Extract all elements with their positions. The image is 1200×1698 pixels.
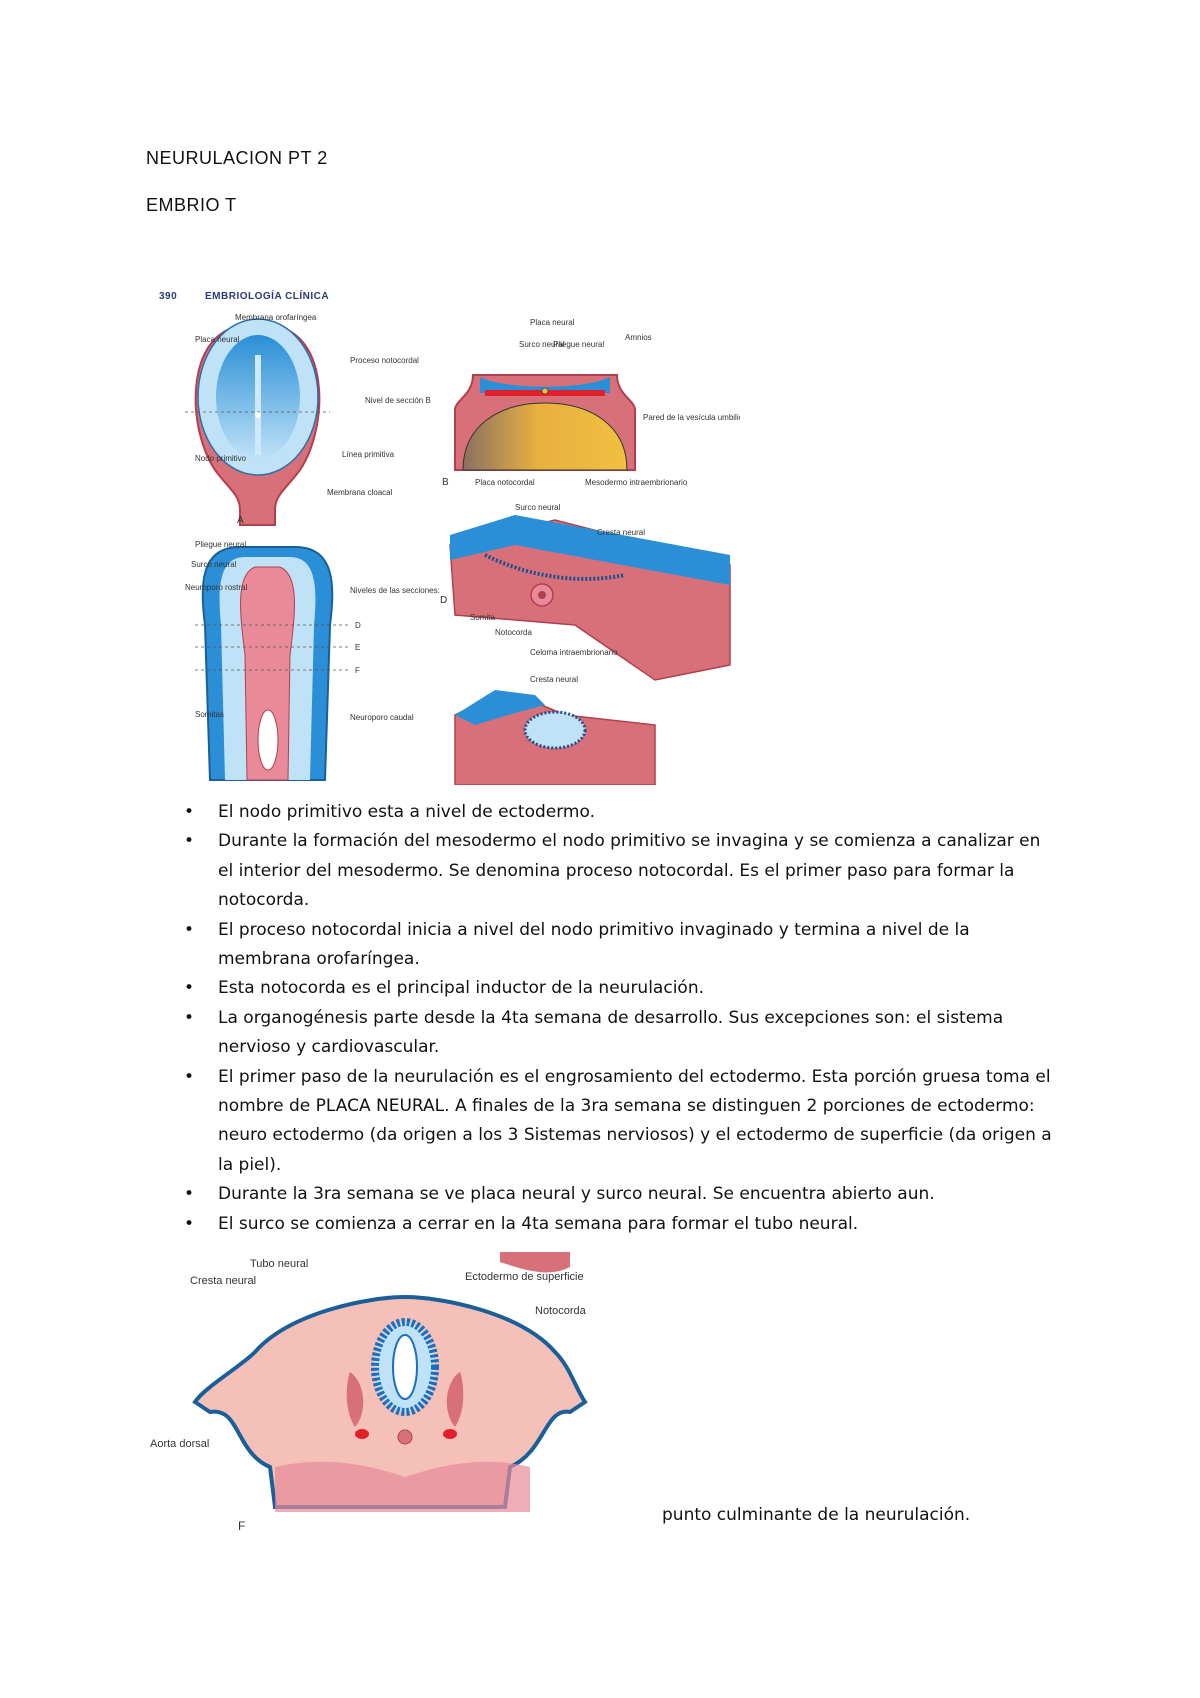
- panel-letter-a: A: [237, 515, 244, 526]
- panel-a-embryo-dorsal-view: [185, 318, 330, 526]
- label-notocorda-d: Notocorda: [495, 628, 532, 637]
- panel-b-cross-section: [454, 374, 636, 471]
- document-title: NEURULACION PT 2: [146, 148, 328, 168]
- label-proceso-notocordal: Proceso notocordal: [350, 356, 419, 365]
- neurulation-figure-bottom: Tubo neural Cresta neural Ectodermo de s…: [150, 1252, 630, 1537]
- panel-c-neural-folds: [195, 546, 350, 781]
- label-neuroporo-caudal: Neuroporo caudal: [350, 713, 414, 722]
- label-nodo-primitivo: Nodo primitivo: [195, 454, 247, 463]
- page-number: 390: [159, 291, 177, 302]
- label-somita: Somita: [470, 613, 495, 622]
- book-title: EMBRIOLOGÍA CLÍNICA: [205, 289, 329, 302]
- label-celoma-intraembrionario: Celoma intraembrionario: [530, 648, 618, 657]
- label-amnios: Amnios: [625, 333, 652, 342]
- neurulation-figure-top: 390 EMBRIOLOGÍA CLÍNICA Membrana orofarí…: [155, 285, 749, 786]
- label-placa-notocordal: Placa notocordal: [475, 478, 535, 487]
- notes-bullet-list: El nodo primitivo esta a nivel de ectode…: [160, 798, 1060, 1240]
- label-level-f: F: [355, 666, 360, 675]
- figure-caption: punto culminante de la neurulación.: [662, 1505, 971, 1525]
- label-ectodermo-superficie: Ectodermo de superficie: [465, 1271, 584, 1283]
- bullet-item: El primer paso de la neurulación es el e…: [160, 1063, 1060, 1181]
- bullet-item: Durante la 3ra semana se ve placa neural…: [160, 1180, 1060, 1210]
- label-nivel-seccion-b: Nivel de sección B: [365, 396, 431, 405]
- label-mesodermo-intraembrionario: Mesodermo intraembrionario: [585, 478, 688, 487]
- panel-e-closing-tube: [454, 690, 656, 786]
- label-aorta-dorsal: Aorta dorsal: [150, 1438, 209, 1450]
- label-pliegue-neural-b: Pliegue neural: [553, 340, 604, 349]
- label-pliegue-neural-c: Pliegue neural: [195, 540, 246, 549]
- label-somitas: Somitas: [195, 710, 224, 719]
- label-membrana-orofaringea: Membrana orofaríngea: [235, 313, 317, 322]
- document-subtitle: EMBRIO T: [146, 195, 237, 215]
- label-placa-neural-a: Placa neural: [195, 335, 240, 344]
- label-surco-neural-b: Surco neural: [519, 340, 565, 349]
- bullet-item: La organogénesis parte desde la 4ta sema…: [160, 1004, 1060, 1063]
- label-neuroporo-rostral: Neuroporo rostral: [185, 583, 247, 592]
- bullet-item: Durante la formación del mesodermo el no…: [160, 827, 1060, 915]
- bullet-item: Esta notocorda es el principal inductor …: [160, 974, 1060, 1004]
- label-placa-neural-b: Placa neural: [530, 318, 575, 327]
- neurulation-illustration-top: 390 EMBRIOLOGÍA CLÍNICA Membrana orofarí…: [159, 289, 749, 786]
- label-niveles-secciones: Niveles de las secciones:: [350, 586, 440, 595]
- bullet-item: El nodo primitivo esta a nivel de ectode…: [160, 798, 1060, 828]
- label-pared-vesicula-umbilical: Pared de la vesícula umbilical: [643, 413, 740, 422]
- panel-letter-b: B: [442, 477, 449, 488]
- label-surco-neural-c: Surco neural: [191, 560, 237, 569]
- panel-d-neural-groove: [449, 515, 731, 681]
- neural-tube-cross-section: Tubo neural Cresta neural Ectodermo de s…: [150, 1252, 588, 1533]
- label-cresta-neural-d: Cresta neural: [597, 528, 645, 537]
- bullet-item: El surco se comienza a cerrar en la 4ta …: [160, 1210, 1060, 1240]
- label-level-e: E: [355, 643, 360, 652]
- panel-letter-f: F: [238, 1519, 245, 1533]
- label-notocorda-f: Notocorda: [535, 1305, 587, 1317]
- label-membrana-cloacal: Membrana cloacal: [327, 488, 393, 497]
- label-level-d: D: [355, 621, 361, 630]
- label-linea-primitiva: Línea primitiva: [342, 450, 395, 459]
- panel-letter-d: D: [440, 595, 447, 606]
- label-cresta-neural-e: Cresta neural: [530, 675, 578, 684]
- label-cresta-neural-f: Cresta neural: [190, 1275, 256, 1287]
- label-tubo-neural: Tubo neural: [250, 1258, 308, 1270]
- label-surco-neural-d: Surco neural: [515, 503, 561, 512]
- bullet-item: El proceso notocordal inicia a nivel del…: [160, 916, 1060, 975]
